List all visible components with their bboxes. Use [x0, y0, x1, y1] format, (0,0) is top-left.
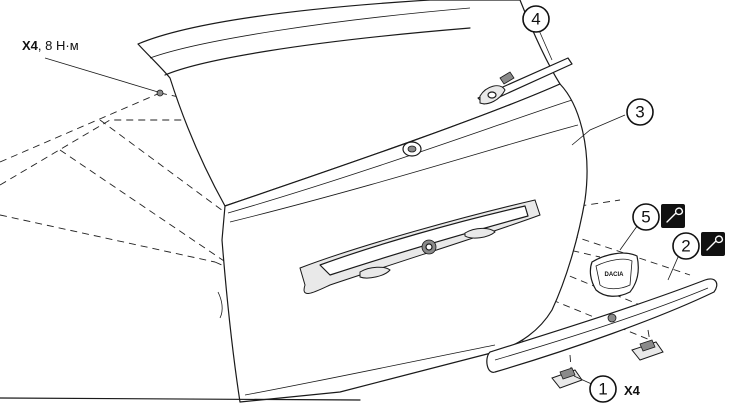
torque-value: , 8 Н·м: [38, 38, 79, 53]
callout-3-number: 3: [635, 103, 644, 122]
torque-wrench-icon: [701, 232, 725, 256]
qty-bottom-label: X4: [624, 383, 641, 398]
trim-moulding: [486, 278, 718, 373]
callout-3: 3: [626, 98, 654, 126]
emblem-label: DACIA: [605, 272, 625, 278]
rear-wiper: [477, 57, 573, 105]
plate-recess: [299, 199, 541, 294]
qty-torque-label: X4, 8 Н·м: [22, 38, 79, 53]
body-edge-line: [0, 397, 361, 401]
wiper-nut: [402, 141, 422, 157]
side-clip: [217, 291, 223, 319]
callout-4: 4: [522, 5, 550, 33]
fastener-top-left: [156, 89, 164, 97]
callout-2: 2: [672, 232, 700, 260]
callout-4-number: 4: [531, 10, 540, 29]
callout-5-number: 5: [641, 208, 650, 227]
torque-wrench-icon: [661, 204, 685, 228]
callout-2-number: 2: [681, 237, 690, 256]
callout-5: 5: [632, 203, 660, 231]
dacia-emblem: DACIA: [589, 252, 639, 297]
mounting-clips: [551, 329, 664, 389]
callout-1: 1: [589, 375, 617, 403]
qty-top-left: X4: [22, 38, 39, 53]
callout-1-number: 1: [598, 380, 607, 399]
